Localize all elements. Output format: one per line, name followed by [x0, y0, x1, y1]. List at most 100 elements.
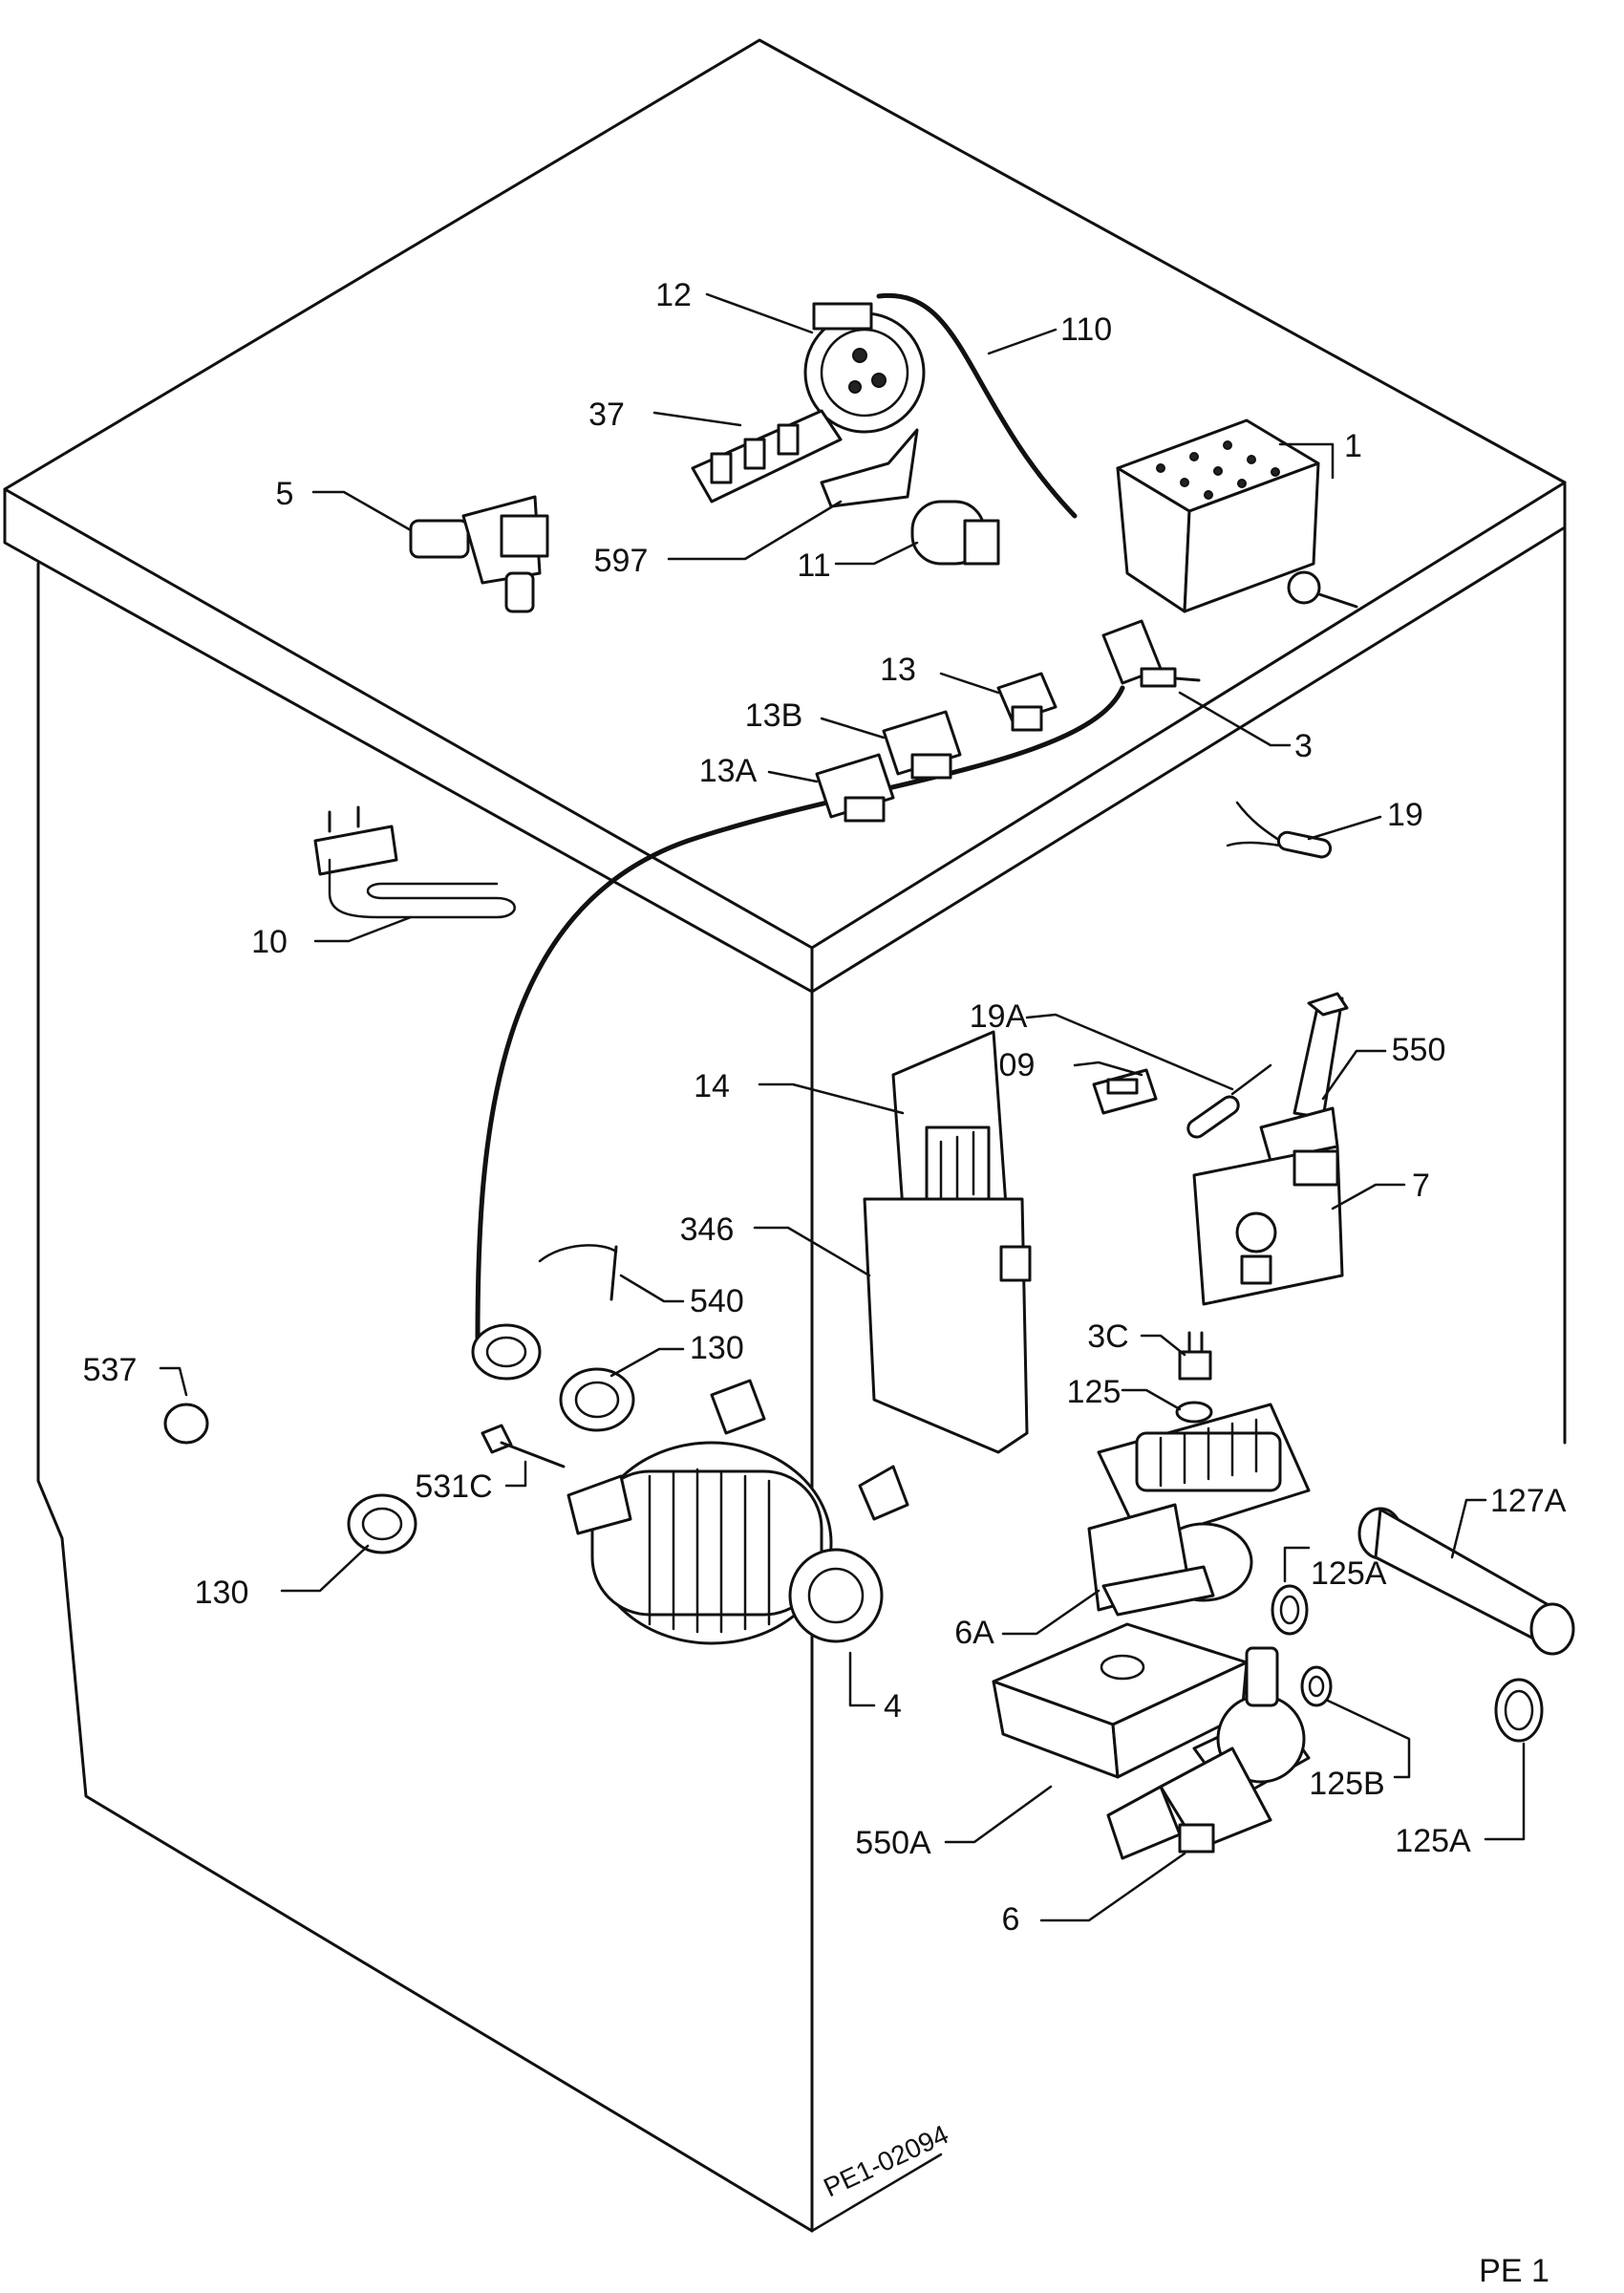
connector-3c-icon — [1178, 1331, 1212, 1381]
clip-540-icon — [538, 1244, 618, 1301]
switch-icon — [1101, 619, 1201, 688]
leader-13b — [820, 717, 886, 739]
switch-cable-icon — [475, 685, 1125, 1340]
heater-element-icon — [313, 805, 516, 919]
leader-537 — [159, 1366, 188, 1397]
label-540: 540 — [690, 1283, 744, 1319]
leader-3 — [1178, 691, 1292, 747]
leader-346 — [753, 1226, 871, 1277]
label-4: 4 — [884, 1688, 902, 1725]
leader-37 — [652, 411, 742, 427]
bushing-130-top-icon — [559, 1367, 635, 1432]
bushing-130-left-icon — [347, 1493, 417, 1554]
label-12: 12 — [655, 277, 692, 313]
leader-13a — [767, 770, 819, 783]
leader-127a — [1450, 1498, 1487, 1559]
inlet-valve-icon — [409, 495, 549, 613]
leader-19 — [1307, 815, 1382, 841]
cover-clip-icon — [1092, 1068, 1158, 1115]
label-531c: 531C — [415, 1468, 492, 1505]
motor-icon — [566, 1379, 909, 1645]
terminal-block-13-icon — [996, 672, 1058, 732]
label-125b: 125B — [1309, 1766, 1384, 1802]
grommet-537-icon — [163, 1403, 209, 1445]
label-6: 6 — [1002, 1901, 1020, 1938]
cabinet-bottom-right-edge — [810, 2153, 943, 2233]
leader-12 — [705, 292, 814, 334]
leader-109 — [1073, 1061, 1143, 1077]
detergent-drawer-icon — [863, 1030, 1032, 1454]
leader-130-left — [280, 1544, 370, 1593]
oring-125a-top-icon — [1271, 1584, 1309, 1636]
leader-597 — [667, 500, 843, 561]
label-130-left: 130 — [195, 1575, 249, 1611]
pump-housing-icon — [1087, 1403, 1311, 1617]
hose-icon — [876, 292, 1078, 519]
leader-125a-top — [1283, 1546, 1311, 1583]
pressure-switch-icon — [803, 302, 926, 434]
leader-550 — [1321, 1049, 1387, 1101]
leader-1 — [1278, 442, 1335, 480]
label-13b: 13B — [745, 697, 803, 734]
pump-cover-icon — [992, 1622, 1249, 1779]
page-code: PE 1 — [1479, 2253, 1549, 2289]
label-37: 37 — [588, 396, 625, 433]
label-14: 14 — [694, 1068, 730, 1104]
label-5: 5 — [276, 476, 294, 512]
leader-7 — [1331, 1183, 1406, 1211]
label-1: 1 — [1344, 428, 1362, 464]
label-3c: 3C — [1087, 1318, 1128, 1355]
drawing-code: PE1-02094 — [819, 2119, 952, 2202]
label-13: 13 — [880, 652, 916, 688]
label-19a: 19A — [970, 998, 1028, 1035]
label-346: 346 — [680, 1211, 735, 1248]
cabinet-top-edge — [3, 481, 1567, 994]
label-125: 125 — [1067, 1374, 1122, 1410]
bolt-icon — [481, 1424, 566, 1468]
leader-550a — [944, 1785, 1053, 1844]
drain-pump-icon — [1106, 1646, 1311, 1860]
leader-540 — [619, 1274, 685, 1303]
leader-19a — [1025, 1013, 1234, 1091]
capacitor-icon — [910, 500, 1000, 566]
label-550a: 550A — [855, 1825, 931, 1861]
leader-125a-bottom — [1484, 1742, 1526, 1841]
grommet-cable-end-icon — [471, 1323, 542, 1381]
label-130-top: 130 — [690, 1330, 744, 1366]
oring-125-icon — [1175, 1401, 1213, 1424]
leader-125b — [1326, 1699, 1411, 1779]
cabinet-left-face — [36, 562, 814, 2233]
label-550: 550 — [1392, 1032, 1446, 1068]
label-13a: 13A — [699, 753, 758, 789]
door-lock-body-icon — [1192, 1145, 1344, 1306]
leader-4 — [848, 1651, 876, 1707]
leader-531c — [504, 1460, 527, 1488]
label-597: 597 — [594, 543, 649, 579]
leader-110 — [987, 328, 1058, 355]
leader-6 — [1039, 1852, 1186, 1922]
label-7: 7 — [1412, 1168, 1430, 1204]
label-11: 11 — [797, 547, 830, 584]
leader-3c — [1140, 1334, 1186, 1357]
terminal-block-13b-icon — [882, 710, 962, 780]
door-interlock-icon — [1259, 992, 1349, 1163]
label-3: 3 — [1294, 728, 1313, 764]
leader-11 — [834, 541, 919, 566]
label-110: 110 — [1060, 311, 1112, 348]
label-537: 537 — [83, 1352, 138, 1388]
timer-unit-icon — [1116, 418, 1358, 613]
leader-5 — [311, 490, 413, 532]
terminal-block-13a-icon — [815, 753, 895, 823]
oring-125a-bottom-icon — [1494, 1678, 1544, 1743]
leader-6a — [1001, 1589, 1100, 1636]
leader-14 — [758, 1082, 905, 1115]
bracket-icon — [820, 428, 919, 508]
label-19: 19 — [1387, 797, 1423, 833]
connector-strip-icon — [691, 409, 843, 504]
sensor-19a-icon — [1186, 1063, 1272, 1139]
label-125a-top: 125A — [1311, 1555, 1387, 1592]
leader-130-top — [609, 1347, 685, 1378]
oring-125b-icon — [1300, 1665, 1333, 1707]
